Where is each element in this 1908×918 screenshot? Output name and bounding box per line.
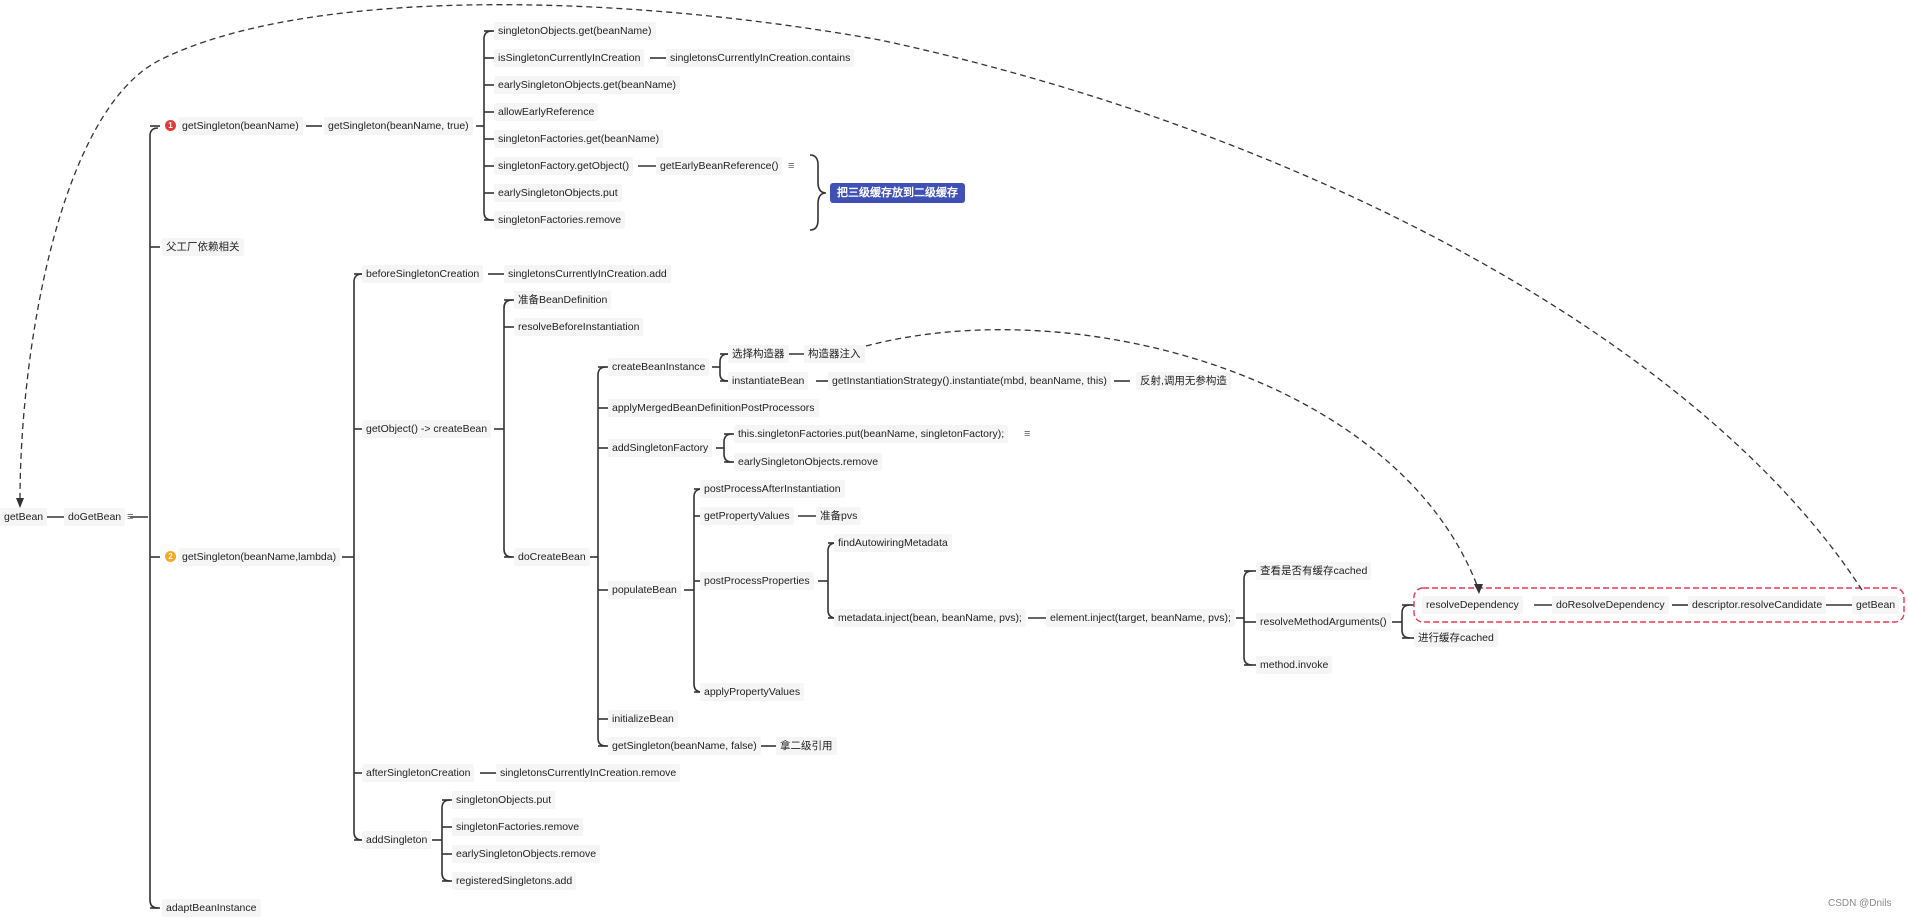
node-doGetBean[interactable]: doGetBean <box>64 508 126 526</box>
node-createBeanInstance[interactable]: createBeanInstance <box>608 358 710 376</box>
node-singletonFactories-get[interactable]: singletonFactories.get(beanName) <box>494 130 664 148</box>
node-singletonObjects-get[interactable]: singletonObjects.get(beanName) <box>494 22 656 40</box>
node-metadata-inject[interactable]: metadata.inject(bean, beanName, pvs); <box>834 609 1026 627</box>
node-descriptor-resolveCandidate[interactable]: descriptor.resolveCandidate <box>1688 596 1827 614</box>
node-singletonFactories-remove-2[interactable]: singletonFactories.remove <box>452 818 584 836</box>
node-singletonsCurrentlyInCreation-contains[interactable]: singletonsCurrentlyInCreation.contains <box>666 49 855 67</box>
node-resolveMethodArguments[interactable]: resolveMethodArguments() <box>1256 613 1391 631</box>
node-addSingletonFactory[interactable]: addSingletonFactory <box>608 439 713 457</box>
node-singletonFactory-getObject[interactable]: singletonFactory.getObject() <box>494 157 634 175</box>
node-postProcessAfterInstantiation[interactable]: postProcessAfterInstantiation <box>700 480 845 498</box>
node-getSingleton-lambda[interactable]: getSingleton(beanName,lambda) <box>178 548 341 566</box>
node-doCreateBean[interactable]: doCreateBean <box>514 548 590 566</box>
node-getObject-createBean[interactable]: getObject() -> createBean <box>362 420 492 438</box>
node-instantiateBean[interactable]: instantiateBean <box>728 372 809 390</box>
callout-move-to-second-level-cache[interactable]: 把三级缓存放到二级缓存 <box>830 183 965 203</box>
node-singletonsCurrentlyInCreation-remove[interactable]: singletonsCurrentlyInCreation.remove <box>496 764 681 782</box>
node-element-inject[interactable]: element.inject(target, beanName, pvs); <box>1046 609 1235 627</box>
node-singletonsCurrentlyInCreation-add[interactable]: singletonsCurrentlyInCreation.add <box>504 265 671 283</box>
watermark: CSDN @Dnils <box>1828 898 1892 909</box>
node-prepare-bean-definition[interactable]: 准备BeanDefinition <box>514 291 612 309</box>
node-earlySingletonObjects-put[interactable]: earlySingletonObjects.put <box>494 184 622 202</box>
node-getSingleton-beanName-true[interactable]: getSingleton(beanName, true) <box>324 117 473 135</box>
node-adaptBeanInstance[interactable]: adaptBeanInstance <box>162 899 261 917</box>
node-registeredSingletons-add[interactable]: registeredSingletons.add <box>452 872 577 890</box>
node-initializeBean[interactable]: initializeBean <box>608 710 678 728</box>
node-earlySingletonObjects-remove[interactable]: earlySingletonObjects.remove <box>734 453 883 471</box>
node-populateBean[interactable]: populateBean <box>608 581 681 599</box>
node-allowEarlyReference[interactable]: allowEarlyReference <box>494 103 599 121</box>
node-singletonFactories-remove[interactable]: singletonFactories.remove <box>494 211 626 229</box>
node-getBean[interactable]: getBean <box>0 508 48 526</box>
node-postProcessProperties[interactable]: postProcessProperties <box>700 572 814 590</box>
highlight-frame <box>1413 587 1905 623</box>
node-getSingleton-false[interactable]: getSingleton(beanName, false) <box>608 737 761 755</box>
note-icon[interactable]: ≡ <box>1024 428 1031 440</box>
node-applyPropertyValues[interactable]: applyPropertyValues <box>700 683 805 701</box>
node-singletonFactories-put[interactable]: this.singletonFactories.put(beanName, si… <box>734 425 1009 443</box>
node-constructor-injection[interactable]: 构造器注入 <box>804 345 865 363</box>
node-earlySingletonObjects-remove-2[interactable]: earlySingletonObjects.remove <box>452 845 601 863</box>
node-getPropertyValues[interactable]: getPropertyValues <box>700 507 794 525</box>
node-earlySingletonObjects-get[interactable]: earlySingletonObjects.get(beanName) <box>494 76 681 94</box>
node-method-invoke[interactable]: method.invoke <box>1256 656 1333 674</box>
node-isSingletonCurrentlyInCreation[interactable]: isSingletonCurrentlyInCreation <box>494 49 645 67</box>
node-findAutowiringMetadata[interactable]: findAutowiringMetadata <box>834 534 952 552</box>
node-addSingleton[interactable]: addSingleton <box>362 831 432 849</box>
node-doResolveDependency[interactable]: doResolveDependency <box>1552 596 1669 614</box>
node-afterSingletonCreation[interactable]: afterSingletonCreation <box>362 764 475 782</box>
note-icon[interactable]: ≡ <box>788 160 795 172</box>
node-getSingleton-beanName[interactable]: getSingleton(beanName) <box>178 117 303 135</box>
node-resolveBeforeInstantiation[interactable]: resolveBeforeInstantiation <box>514 318 644 336</box>
node-parent-factory[interactable]: 父工厂依赖相关 <box>162 238 244 256</box>
node-resolveDependency[interactable]: resolveDependency <box>1422 596 1523 614</box>
node-do-cache[interactable]: 进行缓存cached <box>1414 629 1498 647</box>
node-choose-constructor[interactable]: 选择构造器 <box>728 345 789 363</box>
node-getInstantiationStrategy[interactable]: getInstantiationStrategy().instantiate(m… <box>828 372 1111 390</box>
node-applyMergedBeanDefinitionPostProcessors[interactable]: applyMergedBeanDefinitionPostProcessors <box>608 399 819 417</box>
note-icon[interactable]: ≡ <box>127 511 134 523</box>
node-getEarlyBeanReference[interactable]: getEarlyBeanReference() <box>656 157 783 175</box>
node-singletonObjects-put[interactable]: singletonObjects.put <box>452 791 556 809</box>
node-getBean-recursive[interactable]: getBean <box>1852 596 1900 614</box>
priority-1-badge: 1 <box>165 120 176 131</box>
node-check-cached[interactable]: 查看是否有缓存cached <box>1256 562 1372 580</box>
priority-2-badge: 2 <box>165 551 176 562</box>
node-prepare-pvs[interactable]: 准备pvs <box>816 507 862 525</box>
node-reflect-no-arg-constructor[interactable]: 反射,调用无参构造 <box>1136 372 1231 390</box>
node-get-second-level-reference[interactable]: 拿二级引用 <box>776 737 837 755</box>
node-beforeSingletonCreation[interactable]: beforeSingletonCreation <box>362 265 484 283</box>
